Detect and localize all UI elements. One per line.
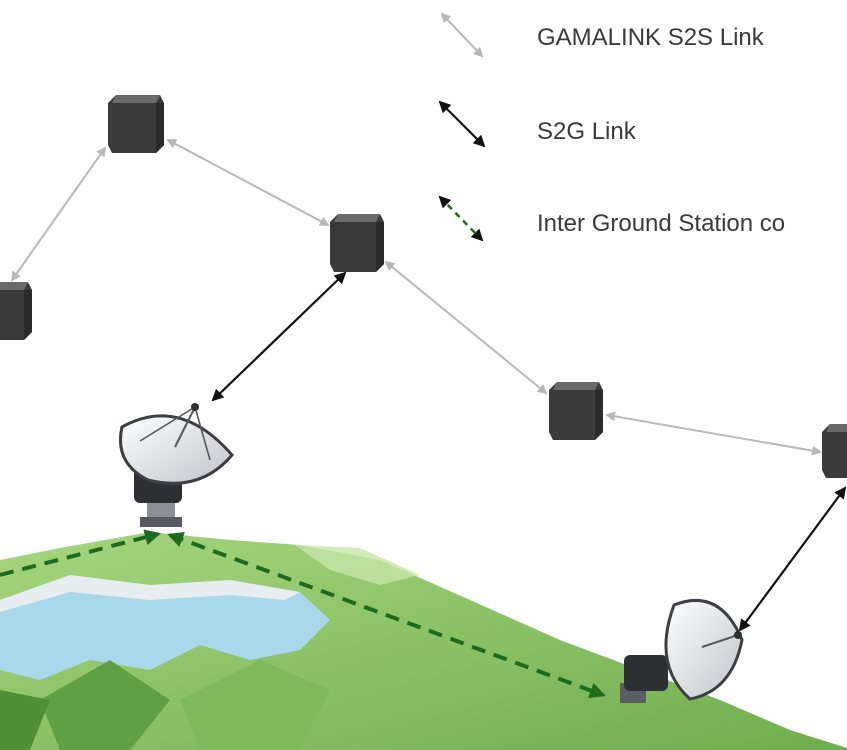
satellite [330,214,384,272]
s2s-link [10,146,107,282]
satellite [822,424,847,478]
s2s-link [605,411,822,456]
legend-icons [438,12,486,242]
s2s-links [10,139,822,456]
ground-station-dish [620,599,744,703]
s2s-link [384,260,548,395]
legend-label-s2g: S2G Link [537,118,636,145]
s2g-link [738,486,847,632]
satellite [0,282,32,340]
double-arrow-dashed-green-icon [438,195,484,242]
ground-link [167,532,606,698]
ground-links [0,529,606,698]
s2s-link [166,139,330,226]
double-arrow-gray-icon [440,12,484,58]
satellite [108,95,164,153]
legend-label-ground: Inter Ground Station co [537,210,786,237]
double-arrow-black-icon [438,100,486,148]
satellite [549,382,603,440]
legend-label-s2s: GAMALINK S2S Link [537,24,764,51]
s2g-link [211,271,347,402]
s2g-links [211,271,847,632]
ground-link [0,529,161,577]
ground-station-dish [119,403,234,527]
